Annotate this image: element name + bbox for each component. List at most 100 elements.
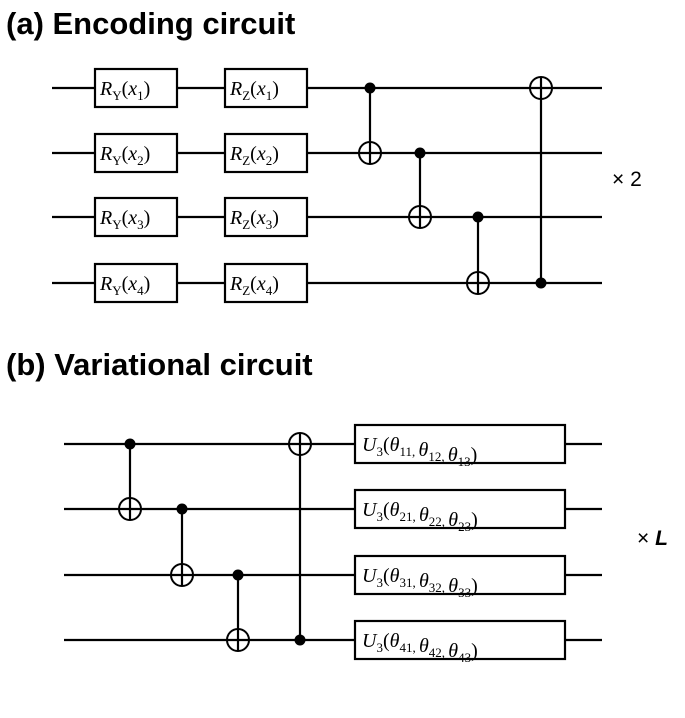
u3-gate-3-var-2: θ bbox=[419, 570, 429, 592]
rz-gate-2-box bbox=[223, 132, 309, 174]
u3-gate-2-lparen: ( bbox=[383, 499, 390, 521]
u3-gate-3-lparen: ( bbox=[383, 565, 390, 587]
u3-gate-1-var-2: θ bbox=[418, 439, 428, 461]
u3-gate-2-var-3: θ bbox=[448, 509, 458, 531]
u3-gate-2-label: U3(θ21, θ22, θ23) bbox=[362, 499, 478, 534]
u3-gate-1-sep-2: , bbox=[441, 449, 448, 464]
rz-gate-4-box bbox=[223, 262, 309, 304]
ry-gate-4-lparen: ( bbox=[122, 273, 129, 295]
u3-gate-1-rparen: ) bbox=[471, 444, 478, 466]
rz-gate-2-lparen: ( bbox=[250, 143, 257, 165]
u3-gate-2-var-2: θ bbox=[419, 504, 429, 526]
rz-gate-4-label: RZ(x4) bbox=[229, 273, 279, 298]
u3-gate-4-lparen: ( bbox=[383, 630, 390, 652]
u3-gate-3-box bbox=[353, 554, 567, 596]
encoding-gates: RY(x1)RY(x2)RY(x3)RY(x4)RZ(x1)RZ(x2)RZ(x… bbox=[93, 67, 309, 304]
ry-gate-3-label: RY(x3) bbox=[99, 207, 150, 232]
rz-gate-4-rparen: ) bbox=[272, 273, 279, 295]
encoding-cnot-1-control-dot bbox=[364, 82, 376, 94]
u3-gate-2-idx-3: 23 bbox=[458, 519, 471, 534]
u3-gate-1-lparen: ( bbox=[383, 434, 390, 456]
u3-gate-4-sub: 3 bbox=[376, 640, 383, 655]
ry-gate-3-lparen: ( bbox=[122, 207, 129, 229]
ry-gate-2-label: RY(x2) bbox=[99, 143, 150, 168]
u3-gate-3-idx-2: 32 bbox=[429, 580, 442, 595]
ry-gate-3-op: R bbox=[99, 207, 112, 229]
ry-gate-3-sub: Y bbox=[112, 217, 122, 232]
u3-gate-3-idx-3: 33 bbox=[458, 585, 471, 600]
ry-gate-2-idx: 2 bbox=[137, 153, 144, 168]
rz-gate-2-label: RZ(x2) bbox=[229, 143, 279, 168]
ry-gate-1-op: R bbox=[99, 78, 112, 100]
variational-repeat-times: × bbox=[637, 527, 655, 550]
u3-gate-3-sub: 3 bbox=[376, 575, 383, 590]
rz-gate-1-sub: Z bbox=[242, 88, 250, 103]
u3-gate-4-sep-2: , bbox=[442, 645, 449, 660]
rz-gate-2-sub: Z bbox=[242, 153, 250, 168]
u3-gate-2-sep-2: , bbox=[442, 514, 449, 529]
ry-gate-4-box bbox=[93, 262, 179, 304]
variational-wires bbox=[64, 442, 602, 642]
u3-gate-2-box bbox=[353, 488, 567, 530]
encoding-cnot-3-control-dot bbox=[472, 211, 484, 223]
u3-gate-4-var-3: θ bbox=[448, 640, 458, 662]
ry-gate-4-rparen: ) bbox=[144, 273, 151, 295]
u3-gate-1-idx-1: 11 bbox=[399, 444, 412, 459]
u3-gate-2-op: U bbox=[362, 499, 378, 521]
u3-gate-3-idx-1: 31 bbox=[399, 575, 412, 590]
u3-gate-1-idx-3: 13 bbox=[458, 454, 471, 469]
rz-gate-1-label: RZ(x1) bbox=[229, 78, 279, 103]
ry-gate-3-rparen: ) bbox=[144, 207, 151, 229]
rz-gate-2-rparen: ) bbox=[272, 143, 279, 165]
rz-gate-3-op: R bbox=[229, 207, 242, 229]
ry-gate-4-var: x bbox=[127, 273, 137, 295]
rz-gate-3-box bbox=[223, 196, 309, 238]
variational-gates: U3(θ11, θ12, θ13)U3(θ21, θ22, θ23)U3(θ31… bbox=[353, 423, 567, 665]
u3-gate-3-op: U bbox=[362, 565, 378, 587]
encoding-cnots bbox=[358, 76, 553, 295]
rz-gate-1-op: R bbox=[229, 78, 242, 100]
encoding-wires bbox=[52, 86, 602, 285]
variational-cnots bbox=[118, 432, 312, 652]
u3-gate-3-sep-1: , bbox=[412, 575, 419, 590]
ry-gate-4-idx: 4 bbox=[137, 283, 144, 298]
rz-gate-3-lparen: ( bbox=[250, 207, 257, 229]
rz-gate-2-idx: 2 bbox=[266, 153, 273, 168]
ry-gate-3-var: x bbox=[127, 207, 137, 229]
u3-gate-1-idx-2: 12 bbox=[428, 449, 441, 464]
rz-gate-1-rparen: ) bbox=[272, 78, 279, 100]
u3-gate-2-sep-1: , bbox=[412, 509, 419, 524]
u3-gate-1-box bbox=[353, 423, 567, 465]
u3-gate-4-sep-1: , bbox=[412, 640, 419, 655]
u3-gate-1-sub: 3 bbox=[376, 444, 383, 459]
u3-gate-1-var-1: θ bbox=[390, 434, 400, 456]
rz-gate-4-lparen: ( bbox=[250, 273, 257, 295]
ry-gate-1-idx: 1 bbox=[137, 88, 144, 103]
ry-gate-2-sub: Y bbox=[112, 153, 122, 168]
u3-gate-4-box bbox=[353, 619, 567, 661]
ry-gate-2-rparen: ) bbox=[144, 143, 151, 165]
ry-gate-1-rparen: ) bbox=[144, 78, 151, 100]
ry-gate-1-sub: Y bbox=[112, 88, 122, 103]
u3-gate-4-idx-2: 42 bbox=[429, 645, 442, 660]
rz-gate-1-box bbox=[223, 67, 309, 109]
u3-gate-3-label: U3(θ31, θ32, θ33) bbox=[362, 565, 478, 600]
variational-repeat-var: L bbox=[655, 527, 668, 550]
rz-gate-4-var: x bbox=[256, 273, 266, 295]
u3-gate-3-sep-2: , bbox=[442, 580, 449, 595]
ry-gate-4-label: RY(x4) bbox=[99, 273, 150, 298]
rz-gate-3-rparen: ) bbox=[272, 207, 279, 229]
u3-gate-4-rparen: ) bbox=[471, 640, 478, 662]
ry-gate-4-sub: Y bbox=[112, 283, 122, 298]
ry-gate-2-var: x bbox=[127, 143, 137, 165]
u3-gate-3-var-1: θ bbox=[390, 565, 400, 587]
ry-gate-2-lparen: ( bbox=[122, 143, 129, 165]
u3-gate-4-idx-1: 41 bbox=[399, 640, 412, 655]
u3-gate-3-var-3: θ bbox=[448, 575, 458, 597]
ry-gate-1-box bbox=[93, 67, 179, 109]
rz-gate-1-idx: 1 bbox=[266, 88, 273, 103]
ry-gate-1-lparen: ( bbox=[122, 78, 129, 100]
u3-gate-1-var-3: θ bbox=[448, 444, 458, 466]
rz-gate-4-idx: 4 bbox=[266, 283, 273, 298]
u3-gate-2-rparen: ) bbox=[471, 509, 478, 531]
